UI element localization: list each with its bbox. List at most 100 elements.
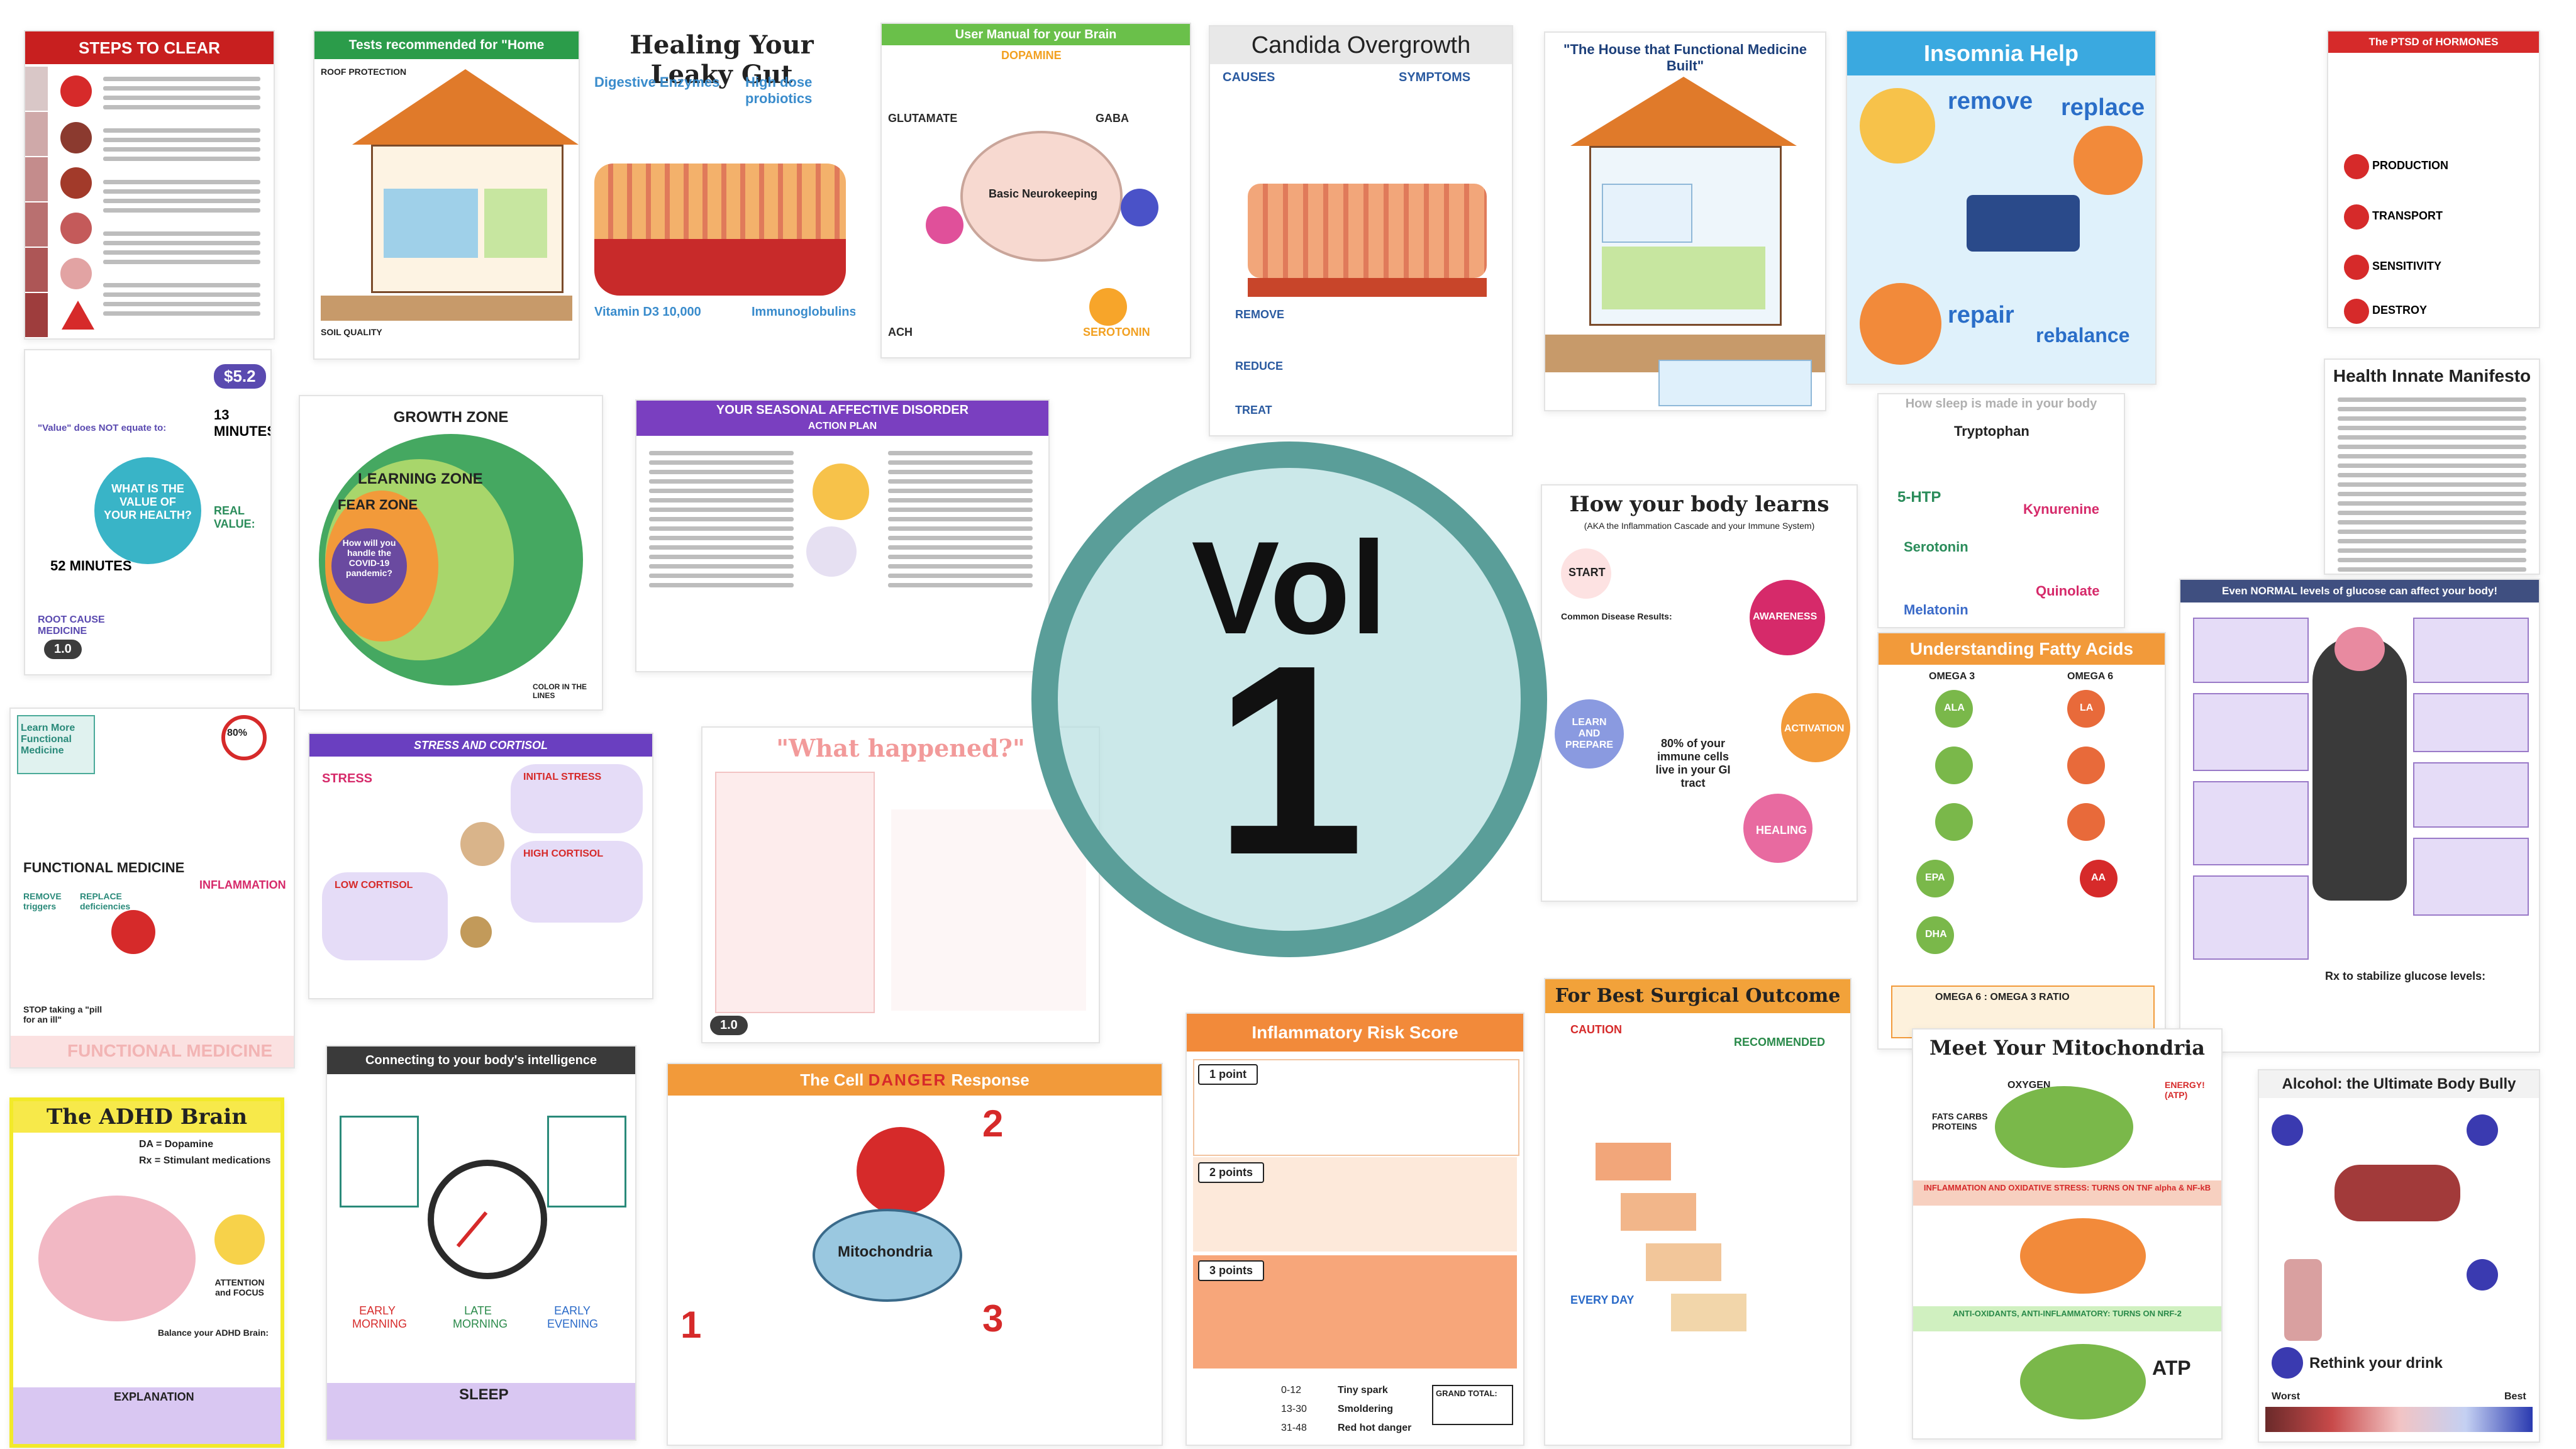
eta-node bbox=[1935, 803, 1973, 841]
gut-icon bbox=[60, 213, 92, 244]
insomnia-rebalance-label: rebalance bbox=[2036, 324, 2130, 347]
fm-header-box bbox=[17, 715, 95, 774]
house-blue-panel bbox=[384, 189, 478, 258]
glucose-brain-box bbox=[2413, 618, 2529, 683]
card-mitochondria[interactable]: Meet Your Mitochondria OXYGEN FATS CARBS… bbox=[1912, 1028, 2223, 1440]
mito-energy: ENERGY! (ATP) bbox=[2165, 1080, 2205, 1100]
card-candida[interactable]: Candida Overgrowth CAUSES SYMPTOMS REMOV… bbox=[1209, 25, 1513, 436]
card-cell-danger[interactable]: The Cell DANGER Response Mitochondria 1 … bbox=[667, 1063, 1163, 1446]
card-mycotoxins[interactable]: STEPS TO CLEAR MYCOTOXINS bbox=[24, 30, 275, 340]
vol-badge: Vol 1 bbox=[1031, 441, 1547, 957]
mycotoxins-row bbox=[25, 112, 48, 156]
insomnia-replace-label: replace bbox=[2061, 94, 2145, 121]
mycotoxins-row bbox=[25, 293, 48, 337]
cortisol-header: STRESS AND CORTISOL bbox=[309, 734, 652, 757]
card-growth-zone[interactable]: GROWTH ZONE LEARNING ZONE FEAR ZONE How … bbox=[299, 395, 603, 711]
mito-stress-banner bbox=[1913, 1180, 2221, 1206]
insomnia-remove-label: remove bbox=[1948, 88, 2033, 114]
card-inflammatory-risk[interactable]: Inflammatory Risk Score 1 point 2 points… bbox=[1185, 1013, 1524, 1446]
mito-fats: FATS CARBS PROTEINS bbox=[1932, 1111, 1988, 1131]
risk-range-3: 31-48 bbox=[1281, 1423, 1307, 1433]
card-what-happened[interactable]: "What happened?" 1.0 bbox=[701, 726, 1100, 1043]
cell-danger-title-pre: The Cell bbox=[800, 1070, 864, 1089]
ptsd-header: The PTSD of HORMONES bbox=[2328, 31, 2539, 53]
sda-node bbox=[1935, 747, 1973, 784]
danger-cell-icon bbox=[857, 1127, 945, 1215]
value-not-label: "Value" does NOT equate to: bbox=[38, 423, 167, 433]
kynurenine-label: Kynurenine bbox=[2023, 501, 2100, 517]
mito-stress: INFLAMMATION AND OXIDATIVE STRESS: TURNS… bbox=[1923, 1183, 2211, 1192]
ala-node bbox=[1935, 690, 1973, 728]
risk-grand-total-box[interactable] bbox=[1432, 1385, 1513, 1425]
fm-inflammation: INFLAMMATION bbox=[199, 879, 286, 891]
mito-organelle-3 bbox=[2020, 1344, 2146, 1419]
surgical-every-day: EVERY DAY bbox=[1570, 1294, 1635, 1306]
risk-range-2: 13-30 bbox=[1281, 1404, 1307, 1414]
fear-zone-label: FEAR ZONE bbox=[338, 497, 418, 513]
body-learns-subtitle: (AKA the Inflammation Cascade and your I… bbox=[1584, 521, 1815, 531]
awareness-label: AWARENESS bbox=[1753, 611, 1818, 622]
sad-title: YOUR SEASONAL AFFECTIVE DISORDER bbox=[716, 403, 969, 417]
cortisol-stress: STRESS bbox=[322, 772, 373, 786]
card-alcohol[interactable]: Alcohol: the Ultimate Body Bully Rethink… bbox=[2258, 1069, 2540, 1443]
ratio-label: OMEGA 6 : OMEGA 3 RATIO bbox=[1935, 992, 2070, 1002]
cell-danger-header: The Cell DANGER Response bbox=[668, 1064, 1162, 1096]
card-body-learns[interactable]: How your body learns (AKA the Inflammati… bbox=[1541, 484, 1858, 902]
brain-icon bbox=[60, 258, 92, 289]
card-cortisol[interactable]: STRESS AND CORTISOL STRESS INITIAL STRES… bbox=[308, 733, 653, 999]
card-sleep-made[interactable]: How sleep is made in your body Tryptopha… bbox=[1877, 393, 2125, 628]
cortisol-initial: INITIAL STRESS bbox=[523, 772, 602, 782]
card-adhd[interactable]: The ADHD Brain DA = Dopamine Rx = Stimul… bbox=[9, 1097, 284, 1448]
ach-label: ACH bbox=[888, 326, 913, 338]
alcohol-best: Best bbox=[2504, 1391, 2526, 1402]
vol-number: 1 bbox=[1214, 609, 1365, 911]
card-leaky-gut[interactable]: Healing Your Leaky Gut Digestive Enzymes… bbox=[588, 25, 855, 340]
mito-antioxidant-banner bbox=[1913, 1306, 2221, 1331]
card-value-health[interactable]: WHAT IS THE VALUE OF YOUR HEALTH? $5.2 1… bbox=[24, 349, 272, 675]
comfort-circle bbox=[331, 528, 407, 604]
manifesto-text bbox=[2338, 397, 2526, 574]
healing-label: HEALING bbox=[1756, 824, 1807, 836]
omega6-label: OMEGA 6 bbox=[2067, 671, 2114, 682]
card-house-fm[interactable]: "The House that Functional Medicine Buil… bbox=[1544, 31, 1826, 411]
mycotoxins-row bbox=[25, 67, 48, 111]
body-learns-title: How your body learns bbox=[1569, 492, 1829, 517]
alcohol-rethink: Rethink your drink bbox=[2309, 1355, 2443, 1372]
card-manifesto[interactable]: Health Innate Manifesto bbox=[2324, 358, 2540, 575]
mycotoxins-rows bbox=[25, 67, 274, 338]
clock-icon bbox=[428, 1160, 547, 1279]
glucose-heart-box bbox=[2413, 693, 2529, 752]
fm-footer: FUNCTIONAL MEDICINE bbox=[67, 1041, 273, 1060]
awareness-badge bbox=[1750, 580, 1825, 655]
card-home-inspection[interactable]: Tests recommended for "Home Inspection" … bbox=[313, 30, 580, 360]
insomnia-gear-icon bbox=[1860, 283, 1941, 365]
card-functional-medicine[interactable]: Learn More Functional Medicine 80% FUNCT… bbox=[9, 708, 295, 1069]
card-insomnia[interactable]: Insomnia Help remove replace repair reba… bbox=[1846, 30, 2157, 385]
card-ptsd-hormones[interactable]: The PTSD of HORMONES PRODUCTION TRANSPOR… bbox=[2327, 30, 2540, 328]
card-glucose[interactable]: Even NORMAL levels of glucose can affect… bbox=[2179, 579, 2540, 1053]
glucose-footer: Rx to stabilize glucose levels: bbox=[2325, 970, 2486, 982]
cortisol-creature-icon bbox=[460, 822, 504, 866]
card-brain-manual[interactable]: User Manual for your Brain Basic Neuroke… bbox=[880, 23, 1191, 358]
sad-right-text bbox=[888, 451, 1033, 592]
card-fatty-acids[interactable]: Understanding Fatty Acids OMEGA 3 OMEGA … bbox=[1877, 632, 2166, 1050]
ptsd-transport-icon bbox=[2344, 204, 2369, 230]
alcohol-liver-icon bbox=[2334, 1165, 2460, 1221]
value-version-badge: 1.0 bbox=[44, 640, 82, 659]
gut-blood-layer bbox=[594, 239, 846, 296]
vol-word: Vol bbox=[1191, 514, 1387, 662]
immunoglobulins-label: Immunoglobulins bbox=[752, 305, 855, 319]
card-surgical[interactable]: For Best Surgical Outcome CAUTION RECOMM… bbox=[1544, 978, 1852, 1446]
brain-manual-header: User Manual for your Brain bbox=[882, 24, 1190, 45]
card-sad[interactable]: YOUR SEASONAL AFFECTIVE DISORDER ACTION … bbox=[635, 399, 1050, 672]
learn-label: LEARN AND PREPARE bbox=[1565, 717, 1614, 750]
ptsd-transport-label: TRANSPORT bbox=[2372, 209, 2443, 222]
surgical-remodeling bbox=[1671, 1294, 1746, 1331]
candida-reduce-label: REDUCE bbox=[1235, 360, 1284, 372]
growth-zone-title: GROWTH ZONE bbox=[393, 409, 509, 426]
omega3-label: OMEGA 3 bbox=[1929, 671, 1975, 682]
body-silhouette bbox=[2312, 636, 2407, 901]
alcohol-header: Alcohol: the Ultimate Body Bully bbox=[2259, 1070, 2539, 1098]
surgical-inflammatory bbox=[1621, 1193, 1696, 1231]
card-connecting[interactable]: Connecting to your body's intelligence E… bbox=[326, 1045, 636, 1441]
